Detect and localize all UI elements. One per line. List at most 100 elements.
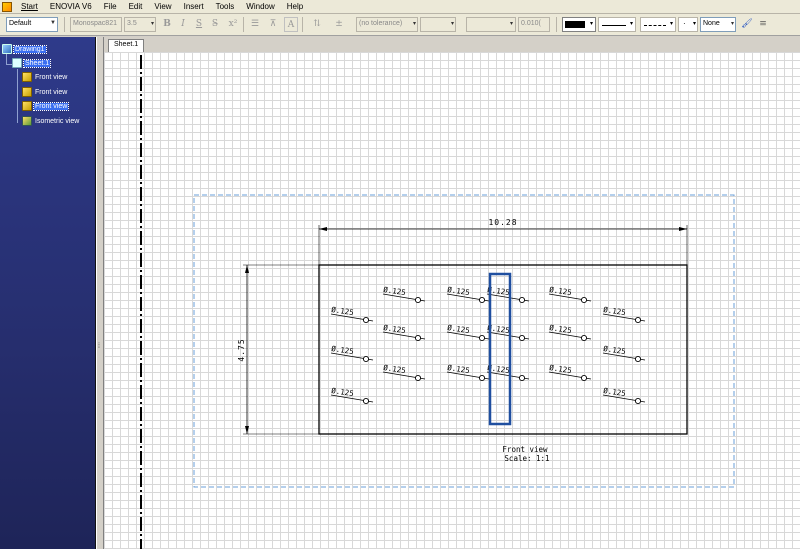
menu-help[interactable]: Help [286,2,304,11]
part-outline[interactable] [318,264,688,435]
tolerance-value-select[interactable]: ▾ [420,17,456,32]
toolbar-overflow-icon[interactable]: ≡ [759,19,767,29]
hole-callout[interactable]: Ø.125 [549,363,592,382]
hole-callout-text: Ø.125 [447,285,471,297]
hole-circle [634,316,642,324]
menu-enovia[interactable]: ENOVIA V6 [49,2,92,11]
dash-style-select[interactable]: ▾ [640,17,676,32]
strikethrough-icon[interactable]: S̶ [211,19,219,29]
anchor-point-icon[interactable]: ⊼ [269,19,277,29]
hole-callout[interactable]: Ø.125 [383,363,426,382]
tree-node-view-3[interactable]: Front view [22,101,70,111]
sheet-tab-bar: Sheet.1 [104,37,800,52]
hole-circle [518,296,526,304]
toolbar-separator [243,17,244,32]
dimension-arrow [679,227,687,231]
tolerance-select[interactable]: (no tolerance)▾ [356,17,418,32]
toolbar-separator [64,17,65,32]
tab-sheet-1[interactable]: Sheet.1 [108,39,145,52]
font-select[interactable]: Monospac821 [70,17,122,32]
hole-callout-text: Ø.125 [549,363,573,375]
chevron-down-icon: ▾ [589,21,593,27]
tree-node-drawing[interactable]: Drawing1 [2,44,47,54]
chevron-down-icon: ▾ [412,21,416,27]
italic-button[interactable]: I [181,19,185,29]
tree-node-view-1[interactable]: Front view [22,72,68,82]
style-select[interactable]: Default▼ [6,17,58,32]
menu-insert[interactable]: Insert [183,2,204,11]
dashed-line-icon [644,25,666,26]
view-icon [22,101,32,111]
hole-callout[interactable]: Ø.125 [487,323,530,342]
hole-callout[interactable]: Ø.125 [331,344,374,363]
menu-window[interactable]: Window [246,2,275,11]
view-frame[interactable] [193,194,735,488]
solid-line-icon [602,25,626,26]
hole-callout[interactable]: Ø.125 [383,285,426,304]
hole-callout[interactable]: Ø.125 [447,285,490,304]
tree-node-view-2[interactable]: Front view [22,87,68,97]
menu-view[interactable]: View [154,2,172,11]
hole-circle [414,334,422,342]
view-scale-label[interactable]: Scale: 1:1 [504,454,549,463]
hole-callout[interactable]: Ø.125 [487,363,530,382]
hole-callout-text: Ø.125 [549,323,573,335]
hole-callout[interactable]: Ø.125 [603,344,646,363]
hole-callout[interactable]: Ø.125 [447,363,490,382]
hole-callout-text: Ø.125 [487,363,511,375]
height-dimension-text[interactable]: 4.75 [237,338,246,361]
underline-button[interactable]: S [195,19,203,29]
menu-start[interactable]: Start [21,2,38,11]
pattern-select[interactable]: None▾ [700,17,736,32]
hole-callout[interactable]: Ø.125 [487,285,530,304]
view-name-label[interactable]: Front view [502,445,548,454]
hole-callout[interactable]: Ø.125 [383,323,426,342]
frame-icon[interactable]: A [284,17,298,32]
text-properties-toolbar: Default▼ Monospac821 3.5▾ B I S S̶ x² ☰ … [0,14,800,36]
superscript-icon[interactable]: x² [228,19,238,29]
menu-tools[interactable]: Tools [215,2,235,11]
align-left-icon[interactable]: ☰ [250,19,260,29]
dot-icon: · [683,19,686,28]
hole-callout[interactable]: Ø.125 [549,323,592,342]
menu-file[interactable]: File [103,2,117,11]
dimension-arrow [245,265,249,273]
hole-callout[interactable]: Ø.125 [603,305,646,324]
menu-edit[interactable]: Edit [128,2,143,11]
app-logo-icon[interactable] [2,1,12,12]
font-size-select[interactable]: 3.5▾ [124,17,156,32]
point-style-select[interactable]: · ▾ [678,17,698,32]
numerical-display-select[interactable]: ▾ [466,17,516,32]
tree-node-sheet[interactable]: Sheet.1 [12,58,52,68]
width-dimension-text[interactable]: 10.28 [488,218,517,227]
panel-splitter[interactable]: ⁞ [96,37,104,549]
hole-callout-text: Ø.125 [549,285,573,297]
color-select[interactable]: ▾ [562,17,596,32]
tolerance-format-icon[interactable]: ± [335,19,343,29]
hole-circle [414,296,422,304]
insert-symbol-icon[interactable]: ⇅ [313,19,321,29]
hole-circle [478,296,486,304]
hole-callout[interactable]: Ø.125 [331,305,374,324]
linetype-select[interactable]: ▾ [598,17,636,32]
hole-callout-text: Ø.125 [383,323,407,335]
hole-callout[interactable]: Ø.125 [331,386,374,405]
view-icon [22,72,32,82]
chevron-down-icon: ▾ [629,21,633,27]
bold-button[interactable]: B [163,19,171,29]
hole-callout[interactable]: Ø.125 [549,285,592,304]
hole-circle [634,355,642,363]
tree-node-isometric[interactable]: Isometric view [22,116,80,126]
precision-select[interactable]: 0.010( [518,17,550,32]
hole-callout[interactable]: Ø.125 [603,386,646,405]
hole-callout-text: Ø.125 [487,323,511,335]
drawing-icon [2,44,12,54]
hole-callout-text: Ø.125 [383,285,407,297]
paint-brush-icon[interactable]: 🖌 [741,19,753,29]
hole-callout-text: Ø.125 [603,344,627,356]
hole-callout[interactable]: Ø.125 [447,323,490,342]
chevron-down-icon: ▾ [509,21,513,27]
tree-connector [17,69,18,123]
isometric-view-icon [22,116,32,126]
